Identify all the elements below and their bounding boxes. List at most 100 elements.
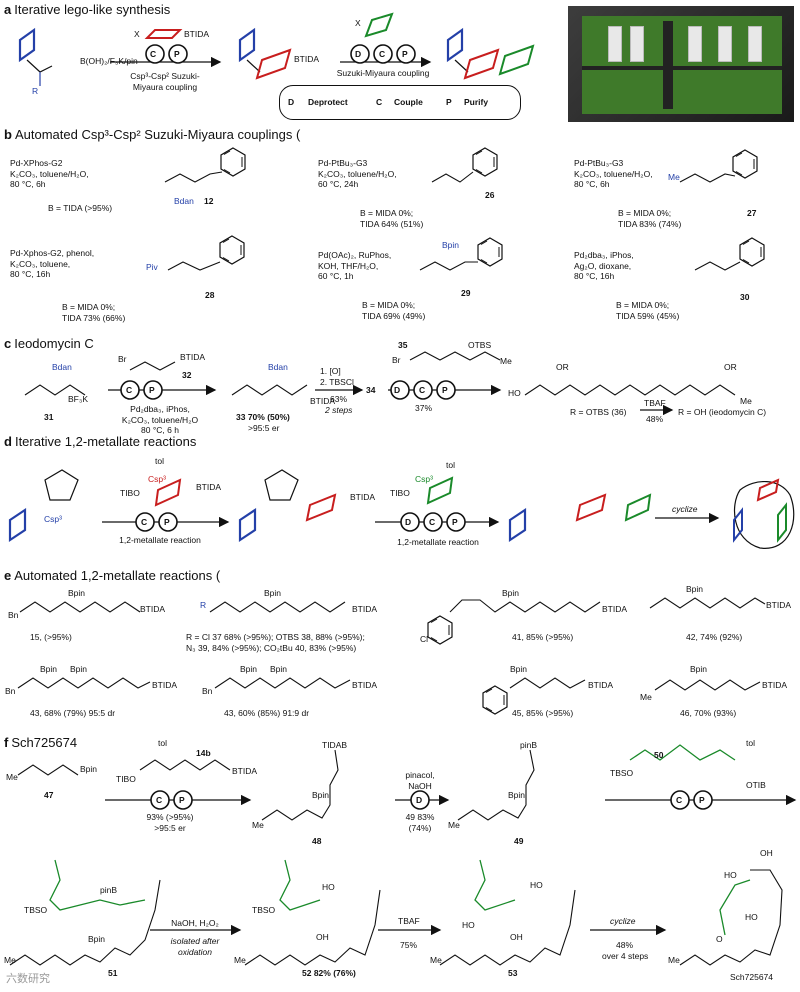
- b-result-5: B = MIDA 0%;TIDA 69% (49%): [362, 300, 426, 321]
- c-c-letter-1: C: [126, 385, 133, 395]
- f-pinacol: pinacol,NaOH: [405, 770, 435, 791]
- b-num-26: 26: [485, 190, 495, 200]
- c-num-34: 34: [366, 385, 376, 395]
- b-bpin: Bpin: [442, 240, 460, 250]
- x-label-2: X: [355, 18, 361, 28]
- f-step1-er: >95:5 er: [154, 823, 186, 833]
- c-tbaf: TBAF: [644, 398, 666, 408]
- f-num-52: 52 82% (76%): [302, 968, 356, 978]
- f-bpin-47: Bpin: [80, 764, 98, 774]
- e-btida-1: BTIDA: [140, 604, 166, 614]
- b-num-30: 30: [740, 292, 750, 302]
- e-btida-3: BTIDA: [602, 604, 628, 614]
- d-csp3-red: Csp³: [148, 474, 166, 484]
- d-csp3: Csp³: [44, 514, 62, 524]
- f-d-letter: D: [416, 795, 423, 805]
- e-item-15: 15, (>95%): [30, 632, 72, 642]
- c-steps: 1. [O]2. TBSCl: [320, 366, 354, 387]
- d-label-1: 1,2-metallate reaction: [119, 535, 201, 545]
- p-letter-a1: P: [174, 49, 180, 59]
- step1b-label: Miyaura coupling: [132, 82, 198, 92]
- c-ho: HO: [508, 388, 521, 398]
- b-bdan: Bdan: [174, 196, 194, 206]
- e-bn-5: Bn: [5, 686, 16, 696]
- e-bpin-8: Bpin: [690, 664, 708, 674]
- d-tol-2: tol: [446, 460, 455, 470]
- c-tbaf-yield: 48%: [646, 414, 664, 424]
- f-btida: BTIDA: [232, 766, 258, 776]
- section-d-drawing: [8, 469, 795, 549]
- e-item-42: 42, 74% (92%): [686, 632, 743, 642]
- f-p-letter-1: P: [179, 795, 185, 805]
- f-oh-52: OH: [316, 932, 329, 942]
- b-num-27: 27: [747, 208, 757, 218]
- f-tol-50: tol: [746, 738, 755, 748]
- d-tol-1: tol: [155, 456, 164, 466]
- f-bpin-49: Bpin: [508, 790, 526, 800]
- f-p-letter-2: P: [699, 795, 705, 805]
- f-c-letter-1: C: [156, 795, 163, 805]
- c-otbs: OTBS: [468, 340, 492, 350]
- f-o-final: O: [716, 934, 723, 944]
- e-bn-6: Bn: [202, 686, 213, 696]
- legend-purify: Purify: [464, 97, 489, 107]
- c-br: Br: [118, 354, 127, 364]
- e-btida-6: BTIDA: [352, 680, 378, 690]
- b-cond-6: Pd₂dba₃, iPhos,Ag₂O, dioxane,80 °C, 16h: [574, 250, 634, 281]
- f-cyclize: cyclize: [610, 916, 636, 926]
- f-tib: TIBO: [116, 774, 136, 784]
- f-me-47: Me: [6, 772, 18, 782]
- f-ho-53b: HO: [530, 880, 543, 890]
- red-block-icon: [144, 29, 183, 39]
- f-num-53: 53: [508, 968, 518, 978]
- f-tbaf-yield: 75%: [400, 940, 418, 950]
- c-d-letter: D: [394, 385, 401, 395]
- b-result-1: B = TIDA (>95%): [48, 203, 113, 213]
- e-r-prefix: R: [200, 600, 207, 610]
- c-dcp-yield: 37%: [415, 403, 433, 413]
- e-item-43b: 43, 60% (85%) 91:9 dr: [224, 708, 310, 718]
- green-block-icon: [364, 12, 394, 38]
- e-item-46: 46, 70% (93%): [680, 708, 737, 718]
- c-bf3k: BF₃K: [68, 394, 88, 404]
- f-cyc-yield: 48%: [616, 940, 634, 950]
- f-num-14b: 14b: [196, 748, 211, 758]
- f-pinb: pinB: [520, 740, 538, 750]
- f-tol: tol: [158, 738, 167, 748]
- f-num-50: 50: [654, 750, 664, 760]
- c-btida-1: BTIDA: [180, 352, 206, 362]
- c-letter-a2: C: [379, 49, 386, 59]
- f-y49: 49 83%: [405, 812, 435, 822]
- f-me-48: Me: [252, 820, 264, 830]
- f-num-51: 51: [108, 968, 118, 978]
- f-ho-final-1: HO: [724, 870, 737, 880]
- watermark: 六数研究: [6, 973, 50, 985]
- e-bpin-7: Bpin: [510, 664, 528, 674]
- legend-p-letter: P: [446, 97, 452, 107]
- d-tib-1: TIBO: [120, 488, 140, 498]
- f-tbso-51: TBSO: [24, 905, 48, 915]
- e-btida-2: BTIDA: [352, 604, 378, 614]
- f-me-final: Me: [668, 955, 680, 965]
- f-ho-52: HO: [322, 882, 335, 892]
- e-me-8: Me: [640, 692, 652, 702]
- f-me-53: Me: [430, 955, 442, 965]
- c-num-31: 31: [44, 412, 54, 422]
- d-btida-2: BTIDA: [350, 492, 376, 502]
- f-me-51: Me: [4, 955, 16, 965]
- c-p-letter-1: P: [149, 385, 155, 395]
- b-piv: Piv: [146, 262, 158, 272]
- f-num-48: 48: [312, 836, 322, 846]
- e-item-41: 41, 85% (>95%): [512, 632, 574, 642]
- c-r-def: R = OTBS (36): [570, 407, 627, 417]
- c-steps-note: 2 steps: [325, 405, 353, 415]
- c-steps-yield: 63%: [330, 394, 348, 404]
- d-c-letter-1: C: [141, 517, 148, 527]
- f-oh-final: OH: [760, 848, 773, 858]
